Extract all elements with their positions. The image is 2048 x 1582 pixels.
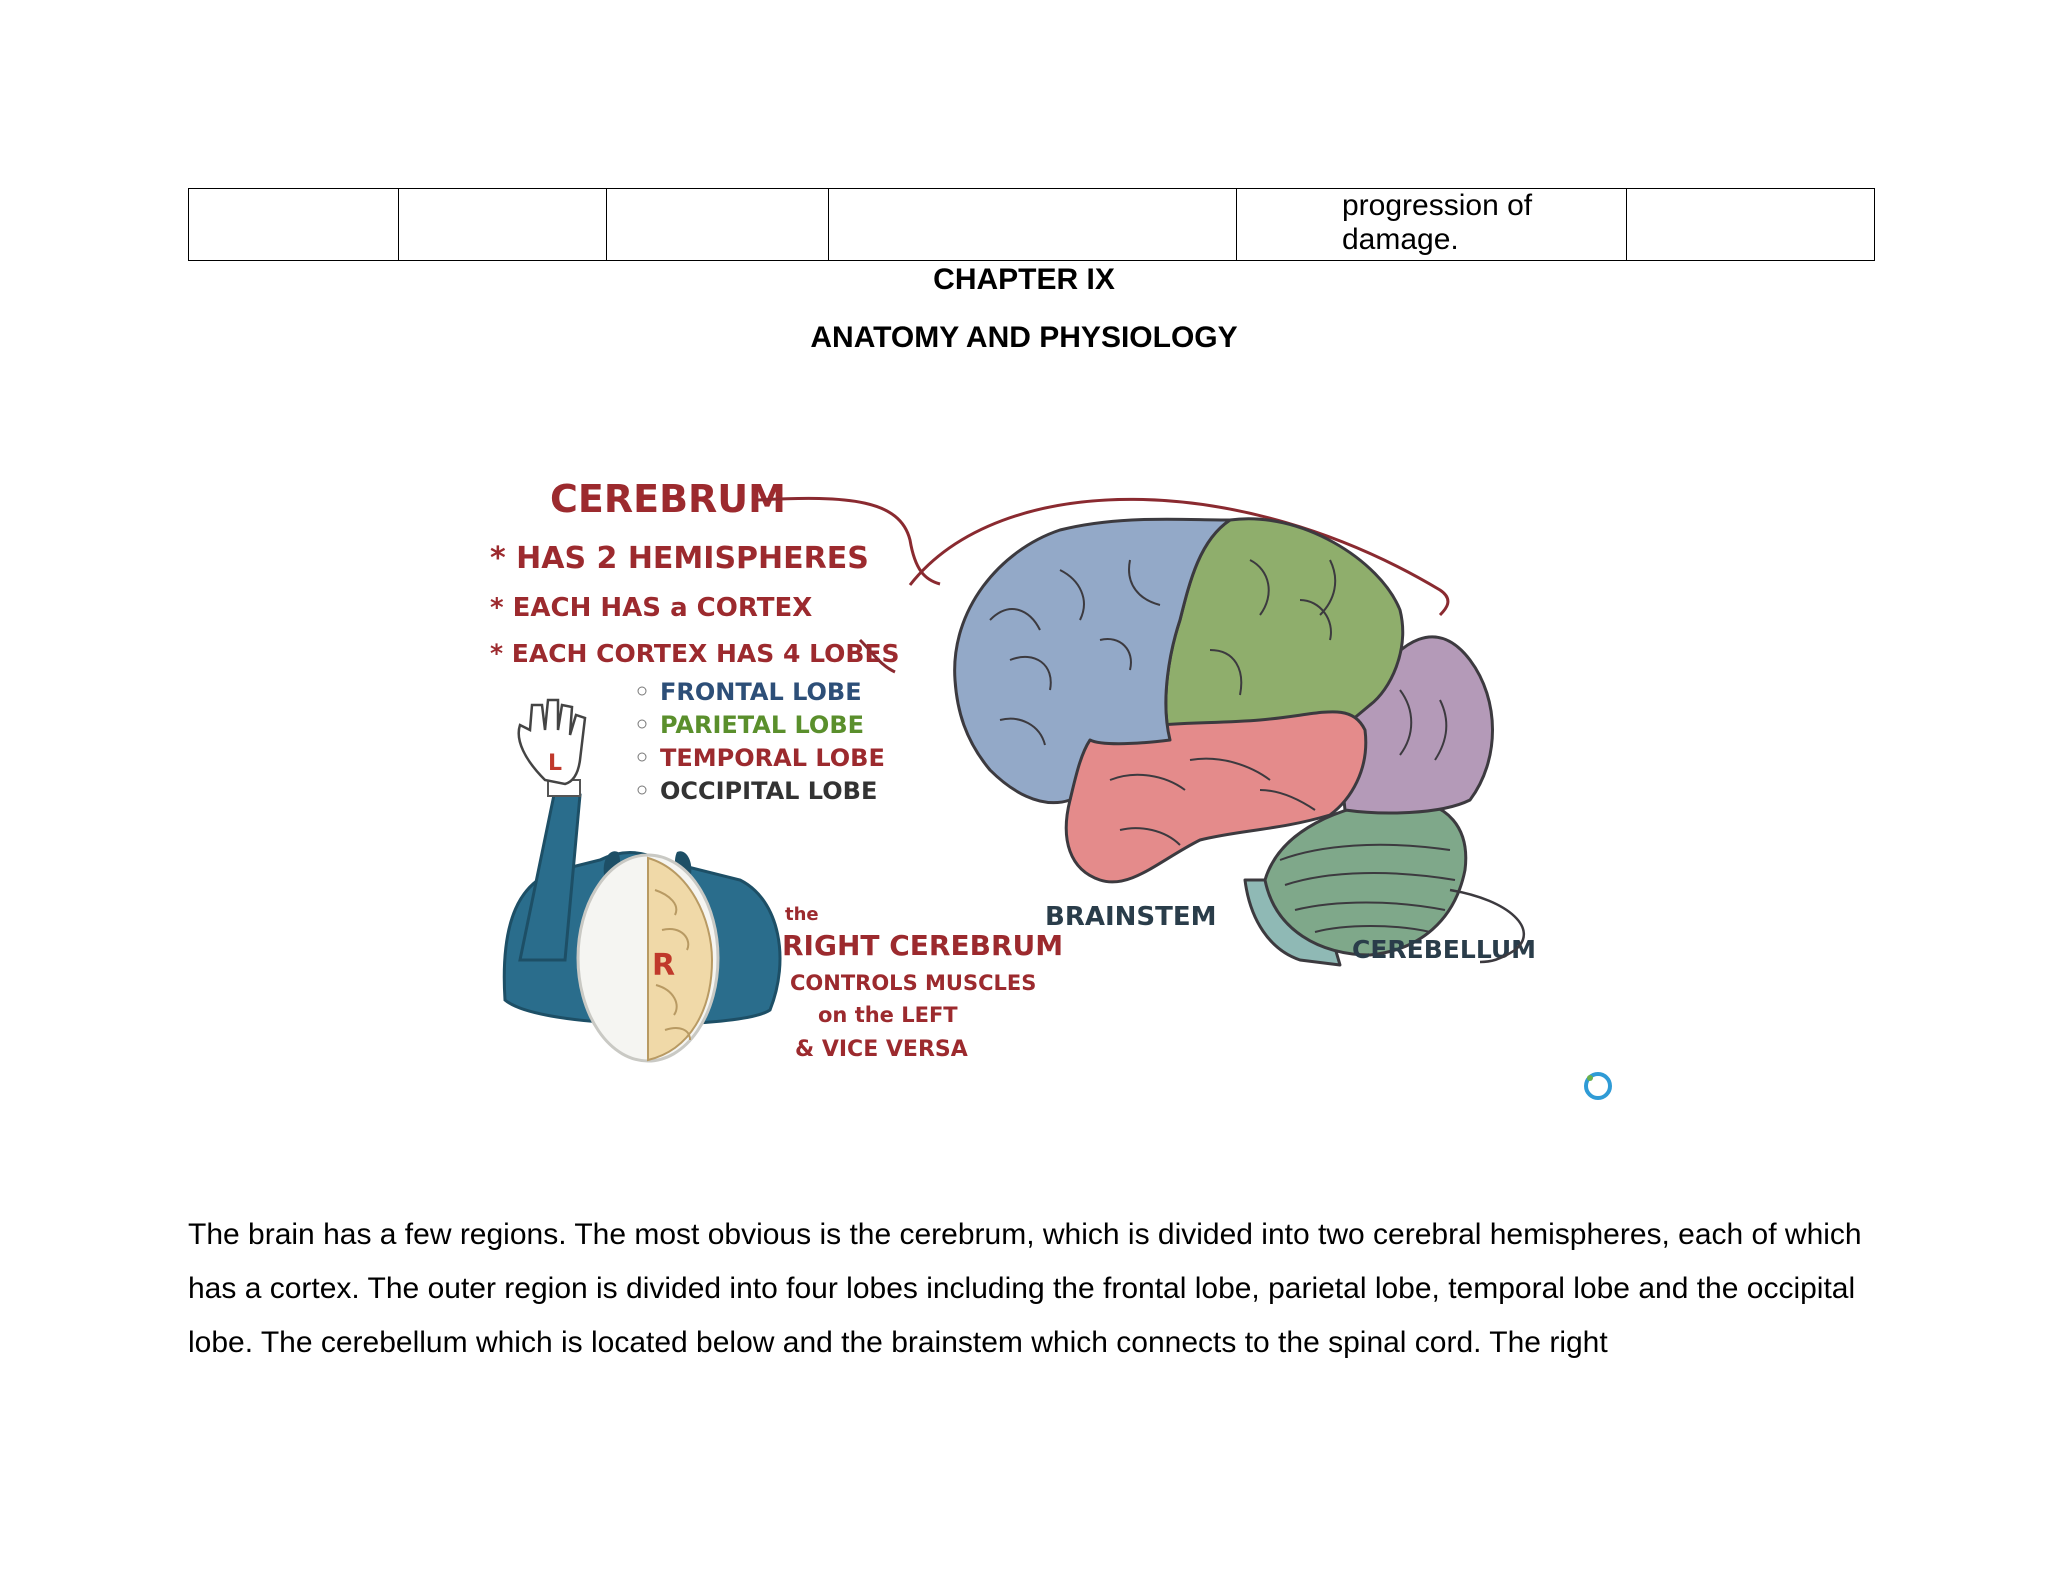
note-line: on the LEFT	[818, 1003, 958, 1027]
brain-diagram: CEREBRUM * HAS 2 HEMISPHERES * EACH HAS …	[490, 477, 1612, 1100]
cerebellum-pointer	[1449, 888, 1526, 964]
cerebellum-label: CEREBELLUM	[1352, 935, 1536, 964]
head-letter: R	[652, 948, 675, 983]
table-cell	[188, 188, 399, 261]
logo-ring	[1584, 1072, 1612, 1100]
cerebellum-region	[1263, 798, 1468, 957]
cortex-folds	[654, 889, 691, 1041]
table-cell	[828, 188, 1237, 261]
lobe-bullet	[637, 752, 647, 762]
lobe-occipital: OCCIPITAL LOBE	[660, 777, 877, 805]
lobes-bracket	[858, 638, 896, 674]
cerebellum-folds	[1279, 843, 1456, 933]
note-line: the	[785, 904, 819, 925]
continuation-table: progression of damage.	[188, 188, 1875, 261]
lobe-temporal: TEMPORAL LOBE	[660, 744, 885, 772]
occipital-folds	[1399, 689, 1448, 761]
table-cell-progression: progression of damage.	[1236, 188, 1627, 261]
hand-letter: L	[548, 751, 562, 776]
lobe-frontal: FRONTAL LOBE	[660, 678, 862, 706]
table-row: progression of damage.	[188, 188, 1875, 261]
watermark-logo	[1584, 1072, 1612, 1100]
cerebrum-notes: CEREBRUM * HAS 2 HEMISPHERES * EACH HAS …	[490, 477, 900, 668]
table-cell	[398, 188, 607, 261]
frontal-folds	[989, 559, 1161, 746]
chapter-number: CHAPTER IX	[933, 263, 1115, 296]
note-line: CONTROLS MUSCLES	[790, 971, 1036, 995]
chapter-title: ANATOMY AND PHYSIOLOGY	[810, 321, 1238, 354]
cerebrum-pointer	[757, 496, 941, 586]
lobe-list: FRONTAL LOBE PARIETAL LOBE TEMPORAL LOBE…	[637, 678, 885, 805]
note-line: & VICE VERSA	[795, 1037, 968, 1062]
lobe-bullet	[637, 785, 647, 795]
body-paragraph: The brain has a few regions. The most ob…	[188, 1218, 1862, 1359]
bullet-lobes: * EACH CORTEX HAS 4 LOBES	[490, 639, 900, 668]
temporal-lobe	[1064, 710, 1368, 884]
table-cell	[1626, 188, 1875, 261]
temporal-folds	[1109, 757, 1316, 846]
parietal-folds	[1209, 559, 1337, 696]
frontal-lobe	[953, 517, 1232, 805]
person-figure: L R	[502, 698, 782, 1063]
bullet-cortex: * EACH HAS a CORTEX	[490, 593, 812, 623]
right-cerebrum-note: the RIGHT CEREBRUM CONTROLS MUSCLES on t…	[782, 904, 1063, 1062]
table-cell	[606, 188, 829, 261]
lobe-bullet	[637, 719, 647, 729]
raised-hand	[517, 698, 587, 786]
logo-dot	[1587, 1075, 1593, 1081]
brain-illustration	[953, 517, 1494, 967]
brainstem-label: BRAINSTEM	[1045, 902, 1217, 932]
right-hemisphere	[647, 856, 714, 1062]
bullet-hemispheres: * HAS 2 HEMISPHERES	[490, 541, 869, 576]
cerebrum-title: CEREBRUM	[550, 477, 786, 521]
lobe-bullet	[637, 686, 647, 696]
note-line: RIGHT CEREBRUM	[782, 929, 1063, 962]
lobe-parietal: PARIETAL LOBE	[660, 711, 864, 739]
cerebrum-bracket	[908, 497, 1450, 617]
